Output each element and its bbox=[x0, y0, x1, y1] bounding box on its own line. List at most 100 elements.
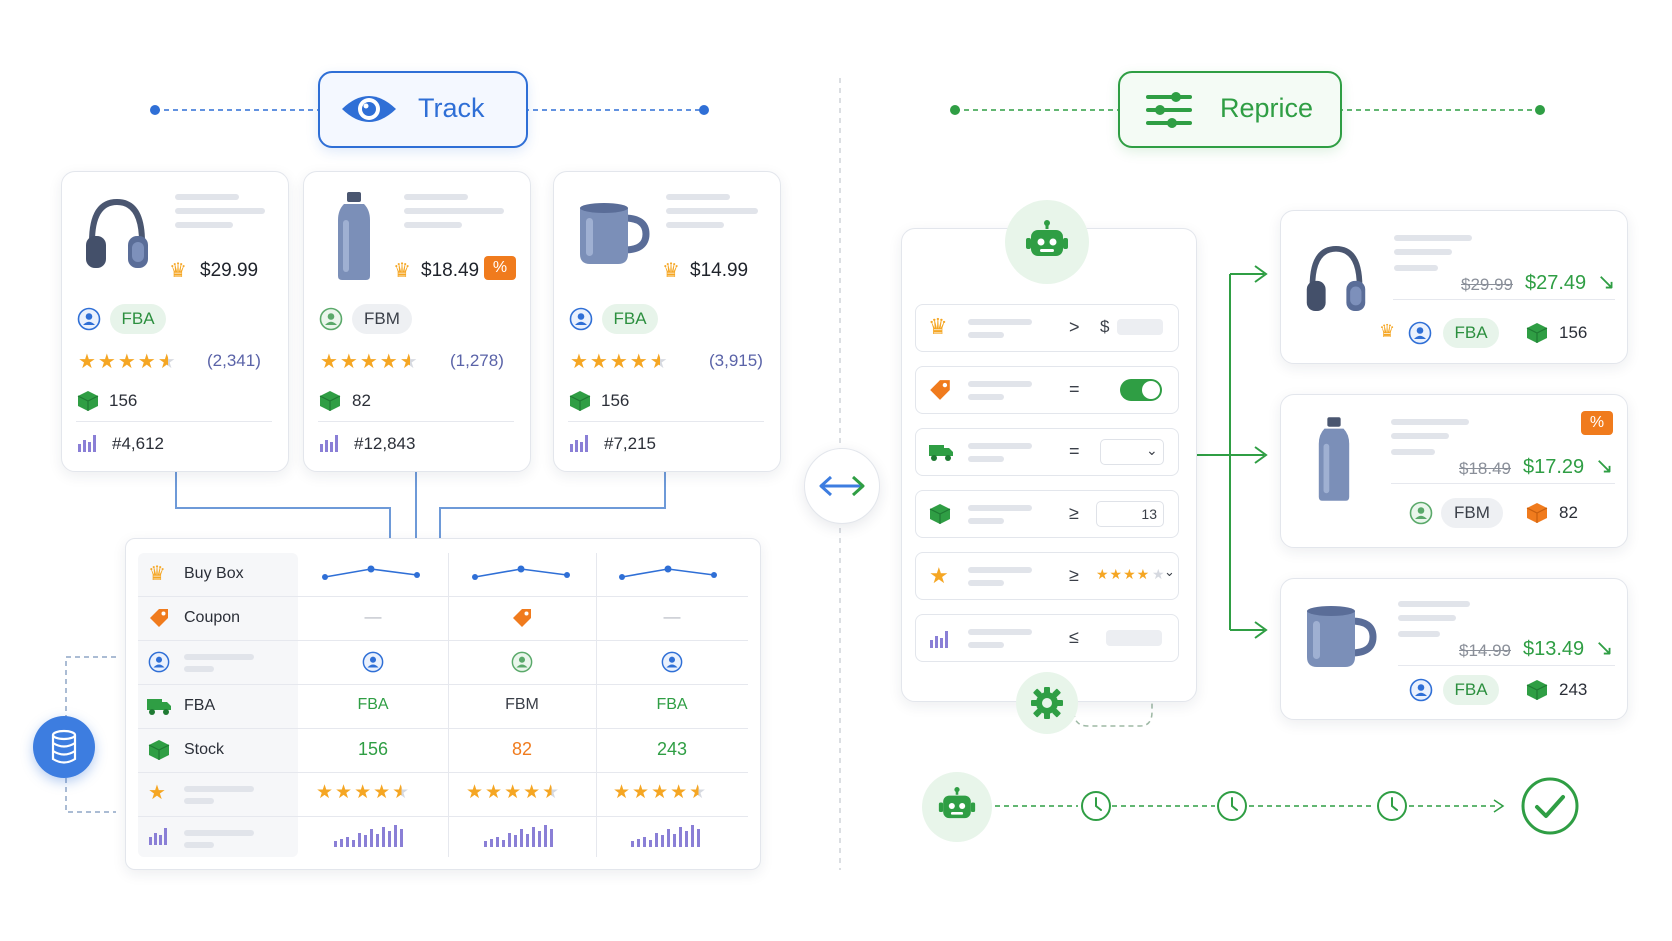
crown-icon: ♛ bbox=[662, 260, 680, 282]
headphones-icon bbox=[86, 198, 148, 268]
crown-icon: ♛ bbox=[393, 260, 411, 282]
clock-icon bbox=[1217, 791, 1247, 821]
product-card-bottle[interactable]: ♛ $18.49 % FBM ★★★★★ (1,278) 82 #12,843 bbox=[303, 171, 531, 472]
buybox-trend-3 bbox=[619, 565, 717, 580]
check-circle-icon bbox=[1521, 777, 1579, 835]
crown-icon: ♛ bbox=[169, 260, 187, 282]
result-card-bottle[interactable]: % $18.49 $17.29 ↘ FBM 82 bbox=[1280, 394, 1628, 548]
new-price: $13.49 bbox=[1523, 638, 1585, 660]
price-down-icon: ↘ bbox=[1597, 269, 1616, 294]
product-price: $14.99 bbox=[690, 260, 749, 281]
mug-icon bbox=[1307, 606, 1377, 667]
rank-input[interactable] bbox=[1106, 630, 1162, 646]
result-card-headphones[interactable]: $29.99 $27.49 ↘ ♛ FBA 156 bbox=[1280, 210, 1628, 364]
rating-stars: ★★★★★ bbox=[613, 782, 709, 803]
row-label-fulfillment: FBA bbox=[184, 697, 216, 714]
product-card-headphones[interactable]: ♛ $29.99 FBA ★★★★★ (2,341) 156 #4,612 bbox=[61, 171, 289, 472]
rule-buybox[interactable]: ♛ > $ bbox=[915, 304, 1179, 352]
crown-icon: ♛ bbox=[1379, 321, 1396, 341]
user-icon bbox=[148, 651, 170, 673]
truck-icon bbox=[147, 699, 171, 715]
coupon-icon bbox=[930, 380, 950, 400]
box-icon bbox=[148, 740, 170, 760]
chart-icon bbox=[78, 435, 96, 452]
robot-icon bbox=[1026, 220, 1068, 256]
rule-currency: $ bbox=[1100, 317, 1110, 336]
stock-count: 156 bbox=[601, 391, 630, 410]
rating-stars: ★★★★★ bbox=[320, 351, 420, 373]
user-icon bbox=[661, 651, 683, 673]
crown-icon: ♛ bbox=[928, 314, 948, 339]
fulfillment-cell-1: FBA bbox=[357, 696, 389, 713]
reprice-header-button[interactable]: Reprice bbox=[1118, 71, 1342, 148]
rating-stars: ★★★★★ bbox=[316, 782, 412, 803]
coupon-icon bbox=[150, 609, 168, 627]
coupon-toggle[interactable] bbox=[1120, 379, 1162, 401]
rating-stars: ★★★★★ bbox=[78, 351, 178, 373]
stock-count: 156 bbox=[109, 391, 138, 410]
fulfillment-badge: FBM bbox=[1441, 498, 1503, 528]
box-icon bbox=[569, 391, 591, 411]
box-icon bbox=[1526, 323, 1548, 343]
track-header-button[interactable]: Track bbox=[318, 71, 528, 148]
row-label-buybox: Buy Box bbox=[184, 565, 244, 582]
sales-rank: #12,843 bbox=[354, 434, 416, 453]
chart-icon bbox=[320, 435, 338, 452]
rating-dropdown[interactable]: ★★★★ ★ ⌄ bbox=[1096, 564, 1175, 582]
sliders-icon bbox=[1146, 92, 1192, 128]
track-label: Track bbox=[418, 93, 485, 123]
chart-icon bbox=[570, 435, 588, 452]
fulfillment-badge: FBM bbox=[352, 304, 412, 334]
rule-stock[interactable]: ≥ 13 bbox=[915, 490, 1179, 538]
stock-input[interactable]: 13 bbox=[1096, 501, 1164, 527]
user-icon bbox=[1408, 321, 1432, 345]
database-button[interactable] bbox=[33, 716, 95, 778]
robot-badge bbox=[922, 772, 992, 842]
rule-operator: > bbox=[1069, 317, 1080, 337]
rule-sales-rank[interactable]: ≤ bbox=[915, 614, 1179, 662]
rule-fulfillment[interactable]: = ⌄ bbox=[915, 428, 1179, 476]
result-card-mug[interactable]: $14.99 $13.49 ↘ FBA 243 bbox=[1280, 578, 1628, 720]
mug-icon bbox=[580, 203, 650, 264]
rule-operator: ≥ bbox=[1069, 503, 1079, 523]
box-icon bbox=[319, 391, 341, 411]
coupon-icon bbox=[513, 609, 531, 627]
stock-count: 82 bbox=[352, 391, 371, 410]
old-price: $14.99 bbox=[1459, 641, 1511, 660]
box-icon bbox=[929, 504, 951, 524]
user-icon bbox=[319, 307, 343, 331]
review-count: (2,341) bbox=[207, 351, 261, 370]
sales-bars-2 bbox=[484, 825, 553, 847]
settings-button[interactable] bbox=[1016, 672, 1078, 734]
rule-operator: ≥ bbox=[1069, 565, 1079, 585]
row-label-coupon: Coupon bbox=[184, 609, 241, 626]
eye-icon bbox=[342, 96, 396, 122]
rule-operator: ≤ bbox=[1069, 627, 1079, 647]
sync-button[interactable] bbox=[804, 448, 880, 524]
fulfillment-cell-2: FBM bbox=[505, 696, 539, 713]
rule-rating[interactable]: ★ ≥ ★★★★ ★ ⌄ bbox=[915, 552, 1179, 600]
price-down-icon: ↘ bbox=[1595, 453, 1614, 478]
user-icon bbox=[1409, 501, 1433, 525]
fulfillment-badge: FBA bbox=[110, 304, 166, 334]
fulfillment-dropdown[interactable]: ⌄ bbox=[1100, 439, 1164, 465]
old-price: $18.49 bbox=[1459, 459, 1511, 478]
stock-cell-2: 82 bbox=[511, 739, 533, 759]
chevron-down-icon: ⌄ bbox=[1164, 564, 1175, 579]
clock-icon bbox=[1377, 791, 1407, 821]
bottle-icon bbox=[1318, 417, 1350, 501]
box-icon bbox=[77, 391, 99, 411]
product-card-mug[interactable]: ♛ $14.99 FBA ★★★★★ (3,915) 156 #7,215 bbox=[553, 171, 781, 472]
rule-value-input[interactable] bbox=[1117, 319, 1163, 335]
rating-dropdown-value: ★★★★ bbox=[1096, 566, 1151, 582]
robot-icon bbox=[938, 787, 976, 819]
product-price: $18.49 bbox=[421, 260, 480, 281]
row-label-stock: Stock bbox=[184, 741, 225, 758]
star-icon: ★ bbox=[148, 782, 166, 804]
product-price: $29.99 bbox=[200, 260, 259, 281]
headphones-icon bbox=[1306, 245, 1366, 312]
sales-rank: #4,612 bbox=[112, 434, 164, 453]
truck-icon bbox=[929, 445, 953, 461]
rule-coupon[interactable]: = bbox=[915, 366, 1179, 414]
stock-count: 82 bbox=[1559, 503, 1578, 522]
